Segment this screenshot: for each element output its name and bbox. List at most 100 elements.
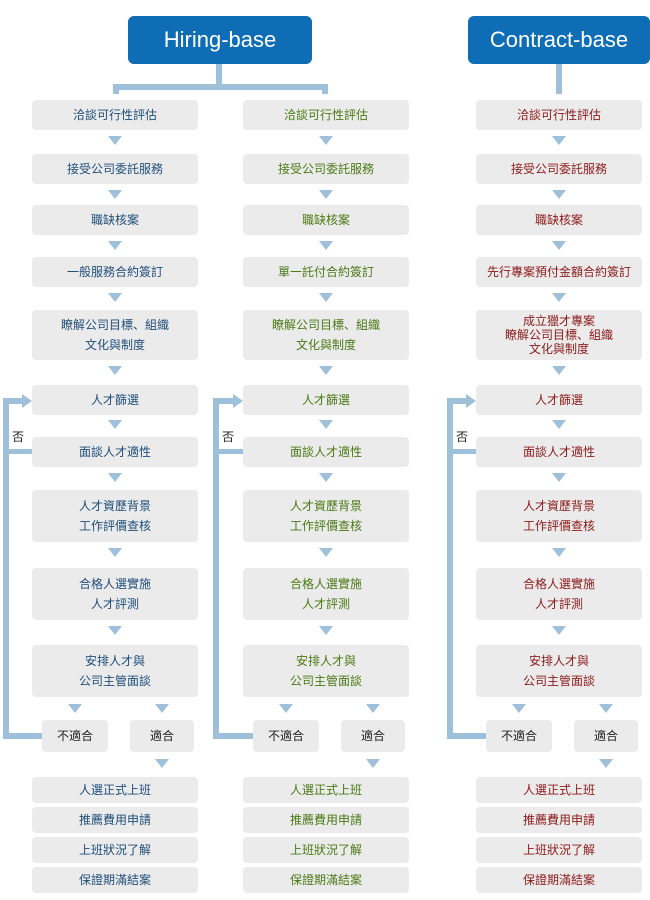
col2-final-1-text: 人選正式上班 [289,783,362,797]
col3-no-label: 否 [456,430,469,444]
col1-interview-text: 面談人才適性 [78,445,151,459]
flow-arrow-icon [279,704,293,713]
col2-screen-text: 人才篩選 [301,393,350,407]
col1-step-2: 接受公司委託服務 [32,154,198,184]
col2-step-2: 接受公司委託服務 [243,154,409,184]
col2-check-text: 工作評價查核 [289,519,362,533]
col1-step-1: 洽談可行性評估 [32,100,198,130]
col2-step-3: 職缺核案 [243,205,409,235]
col1-final-3-text: 上班狀況了解 [78,843,151,857]
col3-final-3: 上班狀況了解 [476,837,642,863]
header-connector-contract [556,64,562,94]
flow-arrow-icon [552,626,566,635]
col2-step-5: 瞭解公司目標、組織文化與制度 [243,310,409,360]
col2-no-label: 否 [222,430,235,444]
flow-arrow-icon [319,626,333,635]
col2-final-3: 上班狀況了解 [243,837,409,863]
col1-step-2-text: 接受公司委託服務 [66,162,163,176]
col1-final-1: 人選正式上班 [32,777,198,803]
col2-loop-top [213,398,235,404]
col2-loop-interview-link [213,449,243,454]
header-contract-base: Contract-base [468,16,650,64]
col3-step-5-text: 成立獵才專案 [522,314,595,328]
flow-arrow-icon [108,420,122,429]
col2-final-3-text: 上班狀況了解 [289,843,362,857]
col1-assess: 合格人選實施人才評測 [32,568,198,620]
col3-unfit-text: 不適合 [500,729,537,743]
flow-arrow-icon [155,704,169,713]
col3-step-5-text: 瞭解公司目標、組織 [504,328,613,342]
col1-step-3: 職缺核案 [32,205,198,235]
col1-unfit-text: 不適合 [56,729,93,743]
col1-meet-text: 公司主管面談 [78,674,151,688]
col2-final-4: 保證期滿結案 [243,867,409,893]
col1-fit: 適合 [130,720,194,752]
col3-final-2: 推薦費用申請 [476,807,642,833]
flow-arrow-icon [108,190,122,199]
col1-screen: 人才篩選 [32,385,198,415]
flow-arrow-icon [319,548,333,557]
col3-screen-text: 人才篩選 [534,393,583,407]
col1-final-4: 保證期滿結案 [32,867,198,893]
flow-arrow-icon [108,548,122,557]
col3-loop-arrow-icon [466,394,476,408]
col1-loop-interview-link [3,449,32,454]
col3-step-4: 先行專案預付金額合約簽訂 [476,257,642,287]
col2-unfit-text: 不適合 [267,729,304,743]
col2-fit-text: 適合 [360,729,385,743]
col3-meet-text: 安排人才與 [528,654,589,668]
flow-arrow-icon [108,293,122,302]
flow-arrow-icon [552,241,566,250]
col2-unfit: 不適合 [253,720,319,752]
header-connector-right [322,84,328,94]
col1-check: 人才資歷背景工作評價查核 [32,490,198,542]
flow-arrow-icon [552,136,566,145]
col2-loop-arrow-icon [233,394,243,408]
col3-final-4: 保證期滿結案 [476,867,642,893]
col3-meet-text: 公司主管面談 [522,674,595,688]
col2-assess-text: 合格人選實施 [289,577,362,591]
header-connector-vertical [216,64,222,89]
col3-meet: 安排人才與公司主管面談 [476,645,642,697]
col3-final-1: 人選正式上班 [476,777,642,803]
col3-assess-text: 人才評測 [534,597,583,611]
col2-interview: 面談人才適性 [243,437,409,467]
col1-step-3-text: 職缺核案 [90,213,139,227]
flow-arrow-icon [512,704,526,713]
col1-assess-text: 合格人選實施 [78,577,151,591]
col1-check-text: 人才資歷背景 [78,499,151,513]
flow-arrow-icon [552,420,566,429]
flow-arrow-icon [108,241,122,250]
flow-arrow-icon [319,190,333,199]
col1-meet: 安排人才與公司主管面談 [32,645,198,697]
col2-final-2-text: 推薦費用申請 [289,813,362,827]
col1-assess-text: 人才評測 [90,597,139,611]
col1-step-1-text: 洽談可行性評估 [72,108,157,122]
col1-fit-text: 適合 [149,729,174,743]
col2-check-text: 人才資歷背景 [289,499,362,513]
col3-final-4-text: 保證期滿結案 [522,873,595,887]
flow-arrow-icon [108,473,122,482]
col1-screen-text: 人才篩選 [90,393,139,407]
col1-step-5-text: 瞭解公司目標、組織 [60,318,169,332]
col3-step-2-text: 接受公司委託服務 [510,162,607,176]
col3-step-3-text: 職缺核案 [534,213,583,227]
col1-step-5-text: 文化與制度 [84,338,145,352]
col3-interview: 面談人才適性 [476,437,642,467]
flow-arrow-icon [552,190,566,199]
col3-loop-bottom [447,733,486,739]
flow-arrow-icon [599,759,613,768]
col3-assess-text: 合格人選實施 [522,577,595,591]
col2-check: 人才資歷背景工作評價查核 [243,490,409,542]
col3-step-5: 成立獵才專案瞭解公司目標、組織文化與制度 [476,310,642,360]
flow-arrow-icon [108,366,122,375]
col1-final-1-text: 人選正式上班 [78,783,151,797]
col2-step-4-text: 單一託付合約簽訂 [277,265,374,279]
col3-fit: 適合 [574,720,638,752]
col1-final-3: 上班狀況了解 [32,837,198,863]
col2-meet-text: 公司主管面談 [289,674,362,688]
col1-no-label: 否 [12,430,25,444]
flow-arrow-icon [599,704,613,713]
flow-arrow-icon [108,136,122,145]
